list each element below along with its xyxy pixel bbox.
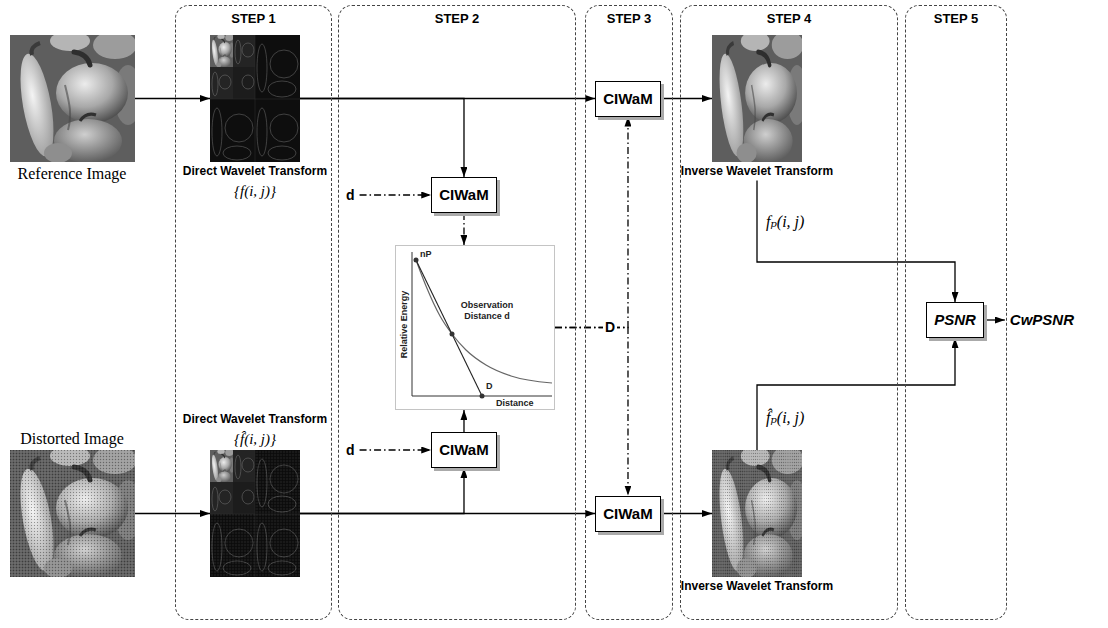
model-label: CIWaM [603,505,652,523]
data-flow [661,513,712,514]
point-label: Observation Distance d [458,300,516,322]
reconstructed-image: Inverse Wavelet Transform [657,450,857,595]
distance-input: d [344,187,357,204]
metric-box: PSNR [926,302,984,338]
model-label: CIWaM [439,186,488,204]
step-panel: Inverse Wavelet TransformInverse Wavelet… [680,5,898,620]
model-box: CIWaM [431,177,496,213]
data-flow [463,410,464,432]
step-heading: STEP 3 [586,6,672,27]
reference-image: Reference Image [5,35,139,185]
reconstructed-image: Inverse Wavelet Transform [657,35,857,180]
step-heading: STEP 1 [176,6,331,27]
input-arrow [360,449,432,450]
model-flow [463,213,464,245]
input-output-arrows [360,195,1005,450]
transform-label: Direct Wavelet Transform [183,164,327,178]
photo [10,35,135,162]
output-arrow [984,319,1005,320]
distance-input: d [344,442,357,459]
axis-label: Distance [496,398,534,409]
data-flow [135,513,211,514]
step-heading: STEP 4 [681,6,897,27]
data-flow [757,338,955,450]
data-flow [300,98,595,99]
step-panel: CIWaM CIWaM STEP 3 [585,5,673,620]
model-flow [555,328,628,496]
curve-point [450,332,455,337]
energy-curve [416,260,552,383]
photo [210,35,300,162]
image-caption: Distorted Image [20,429,124,448]
energy-plot [396,246,554,409]
model-box: CIWaM [595,81,660,117]
step-heading: STEP 2 [339,6,575,27]
coefficient-formula: {f̂(i, j)} [234,430,276,448]
peak-label: nP [420,249,432,260]
data-flow [757,180,955,302]
photo [10,450,135,577]
transform-label: Inverse Wavelet Transform [681,579,833,593]
model-label: CIWaM [603,90,652,108]
axis-label: Relative Energy [399,279,410,369]
photo [712,450,802,577]
distorted-image: Distorted Image [5,427,139,577]
curve-point [414,258,419,263]
photo [712,35,802,162]
data-flow [300,513,595,514]
wavelet-image: Direct Wavelet Transform {f(i, j)} [179,35,331,202]
coefficient-formula: {f(i, j)} [234,182,276,200]
model-box: CIWaM [595,496,660,532]
point-label: D [486,381,493,392]
step-panel: Direct Wavelet Transform{f(i, j)}Direct … [175,5,332,620]
output-label: CwPSNR [1008,311,1076,329]
model-box: CIWaM [431,432,496,468]
wavelet-image: Direct Wavelet Transform {f̂(i, j)} [179,410,331,577]
step-panel: CIWaM nP Relative Energy Observation Distan… [338,5,576,620]
image-caption: Reference Image [18,164,127,183]
data-flow [135,98,211,99]
input-arrow [360,194,432,195]
curve-point [480,394,485,399]
transform-label: Inverse Wavelet Transform [681,164,833,178]
step-heading: STEP 5 [906,6,1006,27]
plot-axes [412,252,552,396]
edge-label: fₚ(i, j) [764,212,806,231]
data-flow [300,468,464,514]
edge-label: D [603,319,617,336]
model-label: CIWaM [439,441,488,459]
tangent-line [416,260,482,396]
energy-graph: nP Relative Energy Observation Distance d D… [395,245,555,410]
data-flow [661,98,712,99]
step-panel: PSNR STEP 5 [905,5,1007,620]
transform-label: Direct Wavelet Transform [183,412,327,426]
photo [210,450,300,577]
model-flow [555,117,628,328]
metric-label: PSNR [934,311,976,329]
edge-label: f̂ₚ(i, j) [764,408,806,427]
